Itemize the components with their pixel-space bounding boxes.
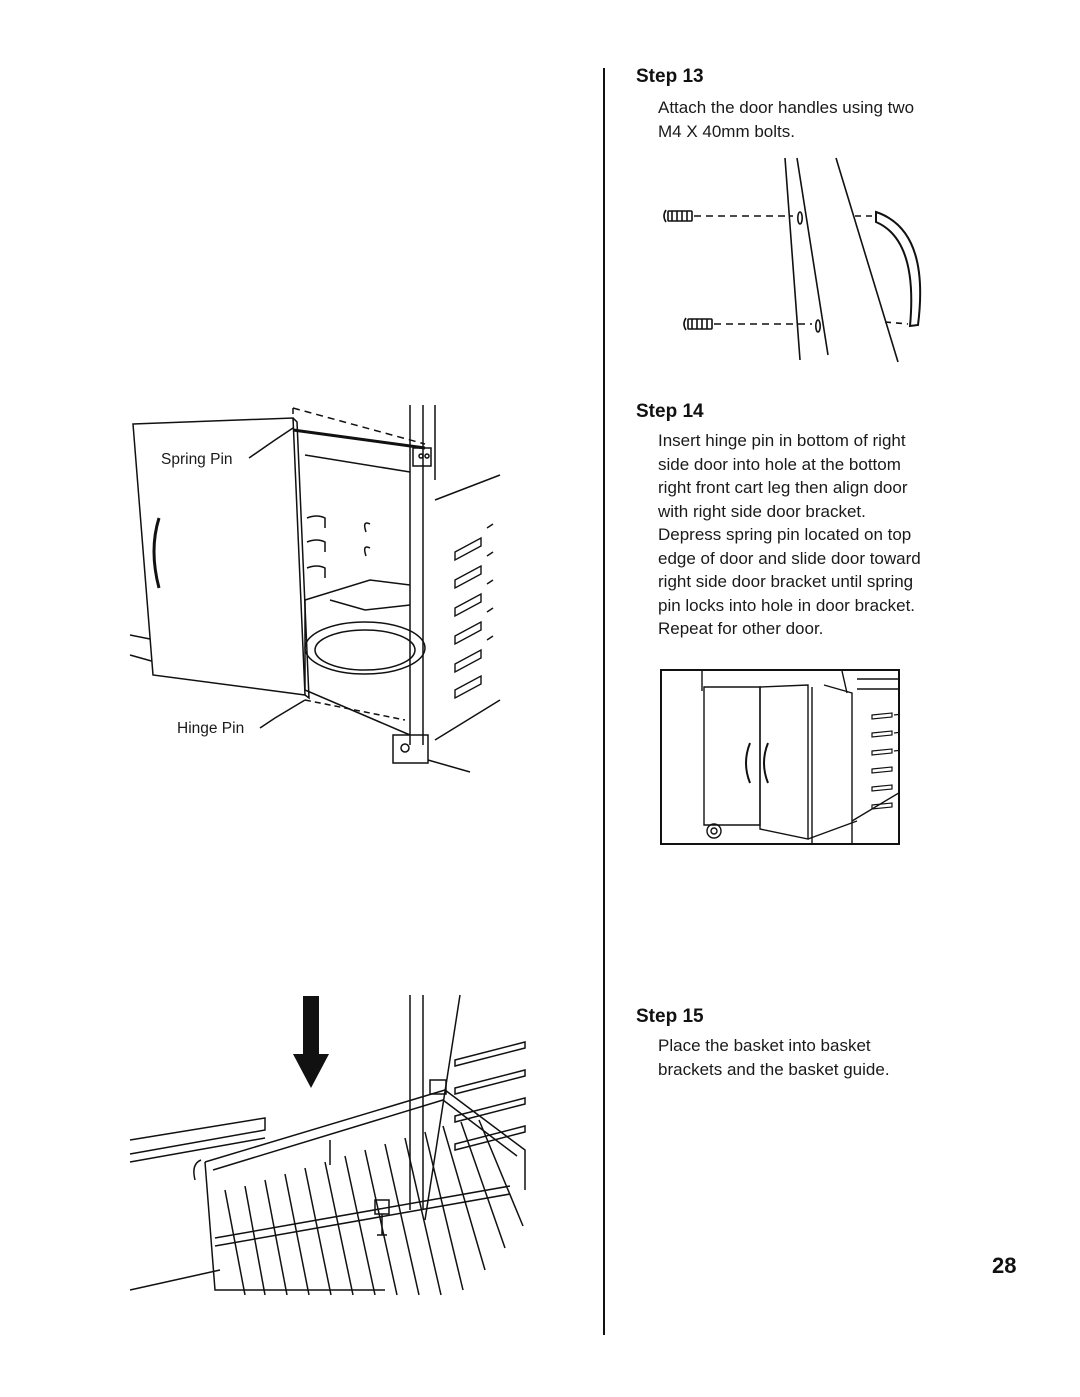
bolt-icon: [664, 210, 692, 222]
step-15-title: Step 15: [636, 1006, 704, 1027]
door-hinge-figure: Spring Pin Hinge Pin: [125, 400, 505, 775]
bolt-icon: [684, 318, 712, 330]
hinge-pin-label: Hinge Pin: [177, 720, 244, 737]
step-14-title: Step 14: [636, 401, 704, 422]
handle-bolts-figure: [650, 150, 940, 365]
basket-figure: [125, 990, 530, 1300]
step-13-title: Step 13: [636, 66, 704, 87]
down-arrow-icon: [293, 996, 329, 1088]
step-15-text: Place the basket into basket brackets an…: [658, 1036, 890, 1079]
spring-pin-label: Spring Pin: [161, 451, 233, 468]
step-14-text: Insert hinge pin in bottom of right side…: [658, 431, 921, 638]
page-number: 28: [992, 1253, 1017, 1278]
column-divider: [603, 68, 605, 1335]
step-13-text: Attach the door handles using two M4 X 4…: [658, 98, 915, 141]
cabinet-doors-figure: [660, 669, 900, 845]
